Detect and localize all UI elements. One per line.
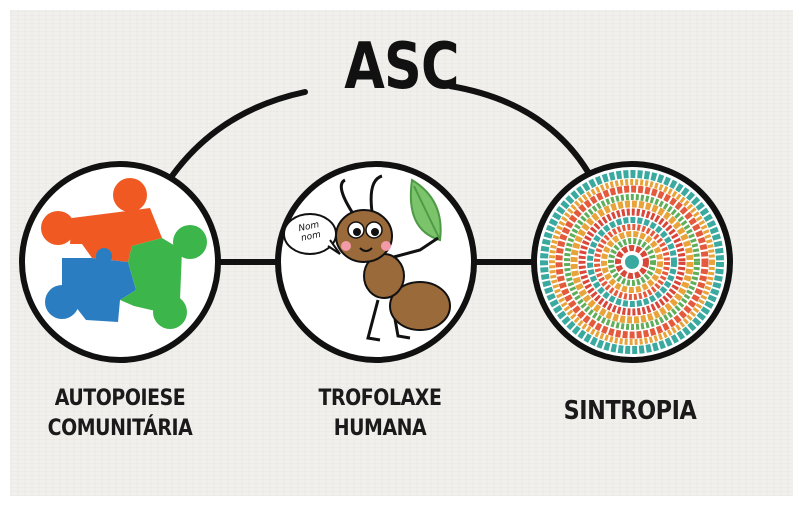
diagram-title: ASC (72, 30, 730, 104)
node-label-line: TROFOLAXE (294, 384, 466, 414)
connector-arc (172, 92, 305, 176)
node-label-line: COMUNITÁRIA (34, 414, 206, 444)
puzzle-people-icon (22, 164, 218, 360)
node-label-trofolaxe: TROFOLAXE HUMANA (294, 384, 466, 444)
mandala-icon (534, 164, 730, 360)
node-label-line: HUMANA (294, 414, 466, 444)
node-label-sintropia: SINTROPIA (544, 396, 716, 426)
node-label-line: AUTOPOIESE (34, 384, 206, 414)
node-label-autopoiese: AUTOPOIESE COMUNITÁRIA (34, 384, 206, 444)
mandala-center (625, 255, 639, 269)
ant-with-leaf-icon (278, 164, 474, 360)
node-label-line: SINTROPIA (544, 396, 716, 426)
